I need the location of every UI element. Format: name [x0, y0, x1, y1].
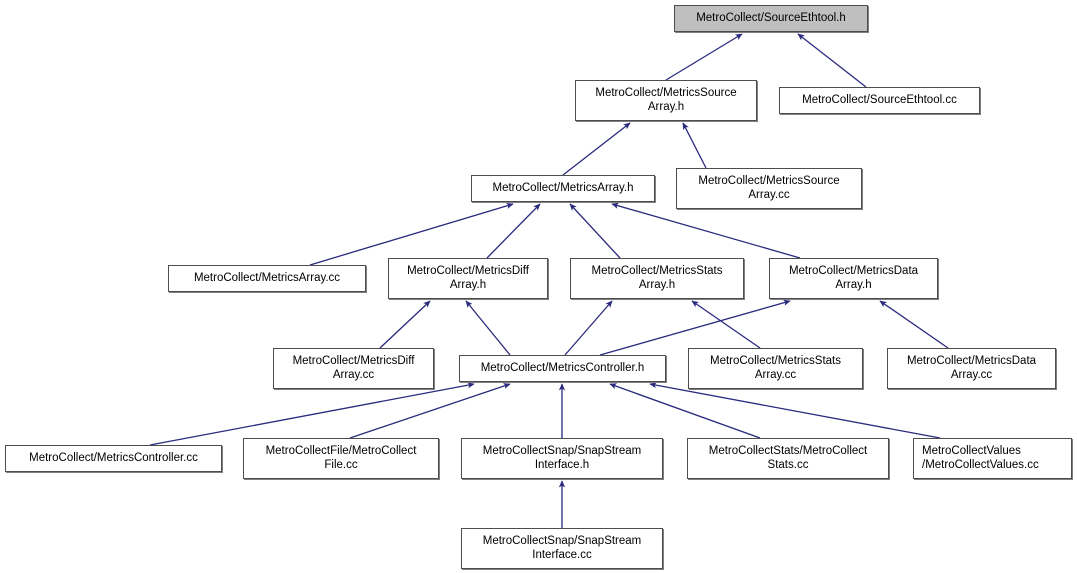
graph-node-n12[interactable]: MetroCollect/MetricsData Array.cc: [887, 348, 1056, 389]
graph-edge-n2-to-n0: [797, 33, 867, 88]
graph-node-n10[interactable]: MetroCollect/MetricsController.h: [459, 355, 666, 382]
graph-edge-n4-to-n1: [682, 122, 707, 169]
graph-node-n17[interactable]: MetroCollectValues /MetroCollectValues.c…: [913, 438, 1072, 479]
graph-edge-n10-to-n6: [465, 300, 511, 356]
graph-edge-n5-to-n3: [309, 202, 514, 266]
graph-node-n3[interactable]: MetroCollect/MetricsArray.h: [471, 175, 655, 202]
graph-edge-n14-to-n10: [349, 383, 511, 439]
graph-node-n1[interactable]: MetroCollect/MetricsSource Array.h: [575, 80, 757, 121]
graph-node-n8[interactable]: MetroCollect/MetricsData Array.h: [769, 258, 938, 299]
graph-node-n13[interactable]: MetroCollect/MetricsController.cc: [5, 445, 222, 472]
graph-node-n6[interactable]: MetroCollect/MetricsDiff Array.h: [388, 258, 548, 299]
graph-edge-n13-to-n10: [149, 382, 475, 446]
graph-edge-n11-to-n7: [691, 300, 761, 349]
graph-edge-n10-to-n7: [564, 300, 613, 356]
graph-edge-n3-to-n1: [562, 122, 631, 176]
graph-edge-n16-to-n10: [609, 383, 761, 439]
graph-node-n9[interactable]: MetroCollect/MetricsDiff Array.cc: [273, 348, 434, 389]
graph-node-n0[interactable]: MetroCollect/SourceEthtool.h: [674, 5, 868, 32]
graph-node-n16[interactable]: MetroCollectStats/MetroCollect Stats.cc: [687, 438, 889, 479]
graph-edge-n10-to-n8: [599, 299, 791, 356]
graph-node-n11[interactable]: MetroCollect/MetricsStats Array.cc: [688, 348, 863, 389]
graph-edge-n9-to-n6: [379, 300, 431, 349]
graph-edge-n12-to-n8: [879, 300, 949, 349]
graph-node-n18[interactable]: MetroCollectSnap/SnapStream Interface.cc: [461, 528, 663, 569]
graph-node-n14[interactable]: MetroCollectFile/MetroCollect File.cc: [243, 438, 439, 479]
graph-node-n7[interactable]: MetroCollect/MetricsStats Array.h: [570, 258, 744, 299]
graph-node-n15[interactable]: MetroCollectSnap/SnapStream Interface.h: [461, 438, 663, 479]
graph-edge-n7-to-n3: [569, 203, 621, 259]
graph-edge-n6-to-n3: [486, 203, 541, 259]
graph-edge-n8-to-n3: [611, 202, 801, 259]
graph-edge-n17-to-n10: [649, 382, 941, 439]
graph-node-n4[interactable]: MetroCollect/MetricsSource Array.cc: [676, 168, 862, 209]
graph-node-n5[interactable]: MetroCollect/MetricsArray.cc: [168, 265, 366, 292]
graph-node-n2[interactable]: MetroCollect/SourceEthtool.cc: [779, 87, 980, 114]
graph-edge-n1-to-n0: [665, 33, 743, 81]
